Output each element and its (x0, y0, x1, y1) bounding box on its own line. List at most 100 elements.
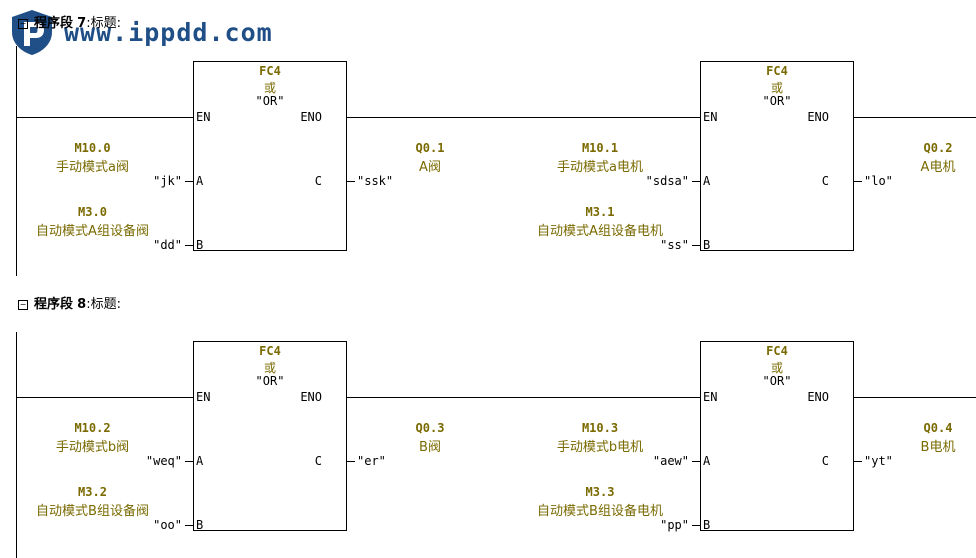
operand-b-comment: 自动模式B组设备阀 (36, 504, 149, 519)
operand-a-comment: 手动模式b电机 (556, 440, 644, 455)
pin-en: EN (196, 110, 211, 124)
pin-b: B (703, 518, 711, 532)
pin-eno: ENO (300, 390, 322, 404)
pin-wire (692, 461, 700, 462)
network-7-header[interactable]: −程序段 7:标题: (18, 12, 121, 31)
pin-wire (347, 181, 355, 182)
fc4-or-block[interactable]: FC4 或 "OR" EN ENO A C B (700, 341, 854, 532)
operand-b-symbol[interactable]: "pp" (660, 518, 689, 532)
operand-a-address: M10.0 (74, 141, 111, 155)
operand-a-symbol[interactable]: "jk" (153, 174, 182, 188)
pin-wire (185, 461, 193, 462)
network-7-prefix: 程序段 (34, 16, 74, 31)
output-c-comment: B阀 (419, 440, 441, 455)
network-7-title: :标题: (86, 16, 121, 31)
pin-wire (692, 181, 700, 182)
output-c-comment: A阀 (419, 160, 441, 175)
operand-b-address: M3.3 (585, 485, 615, 499)
pin-en: EN (703, 390, 718, 404)
block-comment: 或 (770, 81, 783, 95)
operand-b-address: M3.2 (78, 485, 107, 499)
pin-eno: ENO (807, 390, 829, 404)
operand-a-address: M10.3 (581, 421, 619, 435)
collapse-icon[interactable]: − (18, 19, 28, 29)
output-c-symbol[interactable]: "er" (357, 454, 386, 468)
operand-b-symbol[interactable]: "dd" (153, 238, 182, 252)
block-symbol: "OR" (762, 94, 792, 108)
block-comment: 或 (263, 361, 276, 375)
block-name: FC4 (259, 64, 281, 78)
power-rail (16, 332, 17, 558)
collapse-icon[interactable]: − (18, 300, 28, 310)
network-8-number: 8 (77, 297, 87, 312)
block-name: FC4 (766, 344, 788, 358)
pin-wire (854, 181, 862, 182)
fc4-or-block[interactable]: FC4 或 "OR" EN ENO A C B (193, 61, 347, 252)
pin-a: A (703, 174, 711, 188)
pin-wire (692, 525, 700, 526)
pin-en: EN (196, 390, 211, 404)
block-comment: 或 (770, 361, 783, 375)
en-wire (16, 117, 194, 118)
eno-wire (854, 117, 976, 118)
pin-wire (347, 461, 355, 462)
operand-a-address: M10.1 (581, 141, 619, 155)
pin-eno: ENO (300, 110, 322, 124)
pin-a: A (196, 174, 204, 188)
output-c-address: Q0.3 (415, 421, 445, 435)
output-c-symbol[interactable]: "yt" (864, 454, 893, 468)
block-symbol: "OR" (762, 374, 792, 388)
operand-a-address: M10.2 (74, 421, 111, 435)
operand-b-symbol[interactable]: "ss" (660, 238, 689, 252)
operand-b-address: M3.0 (78, 205, 107, 219)
network-8-title: :标题: (86, 297, 121, 312)
pin-eno: ENO (807, 110, 829, 124)
operand-a-comment: 手动模式a阀 (56, 160, 129, 175)
output-c-address: Q0.1 (415, 141, 445, 155)
pin-wire (185, 245, 193, 246)
pin-b: B (196, 238, 204, 252)
operand-b-comment: 自动模式A组设备阀 (36, 224, 149, 239)
operand-b-comment: 自动模式B组设备电机 (537, 504, 663, 519)
eno-wire (854, 397, 976, 398)
operand-a-symbol[interactable]: "weq" (145, 454, 182, 468)
pin-wire (692, 245, 700, 246)
network-8-header[interactable]: −程序段 8:标题: (18, 293, 121, 312)
watermark: www.ippdd.com (8, 8, 273, 56)
en-wire (16, 397, 194, 398)
output-c-symbol[interactable]: "lo" (864, 174, 893, 188)
eno-en-wire (347, 397, 701, 398)
block-name: FC4 (259, 344, 281, 358)
network-7-number: 7 (77, 16, 87, 31)
pin-a: A (703, 454, 711, 468)
pin-c: C (821, 174, 829, 188)
output-c-address: Q0.4 (923, 421, 953, 435)
block-name: FC4 (766, 64, 788, 78)
block-symbol: "OR" (255, 374, 285, 388)
operand-b-symbol[interactable]: "oo" (153, 518, 182, 532)
output-c-address: Q0.2 (923, 141, 953, 155)
operand-a-symbol[interactable]: "sdsa" (645, 174, 689, 188)
fc4-or-block[interactable]: FC4 或 "OR" EN ENO A C B (193, 341, 347, 532)
pin-c: C (314, 454, 322, 468)
power-rail (16, 46, 17, 276)
operand-a-comment: 手动模式a电机 (557, 160, 643, 175)
output-c-symbol[interactable]: "ssk" (357, 174, 394, 188)
pin-wire (185, 181, 193, 182)
pin-wire (185, 525, 193, 526)
pin-c: C (314, 174, 322, 188)
pin-b: B (196, 518, 204, 532)
output-c-comment: A电机 (920, 160, 956, 175)
fc4-or-block[interactable]: FC4 或 "OR" EN ENO A C B (700, 61, 854, 252)
block-symbol: "OR" (255, 94, 285, 108)
operand-a-comment: 手动模式b阀 (55, 440, 130, 455)
operand-b-comment: 自动模式A组设备电机 (537, 224, 663, 239)
operand-b-address: M3.1 (585, 205, 615, 219)
eno-en-wire (347, 117, 701, 118)
pin-en: EN (703, 110, 718, 124)
output-c-comment: B电机 (920, 440, 956, 455)
network-8-prefix: 程序段 (34, 297, 74, 312)
shield-logo-icon (12, 10, 52, 55)
operand-a-symbol[interactable]: "aew" (652, 454, 689, 468)
watermark-text: www.ippdd.com (64, 17, 273, 47)
